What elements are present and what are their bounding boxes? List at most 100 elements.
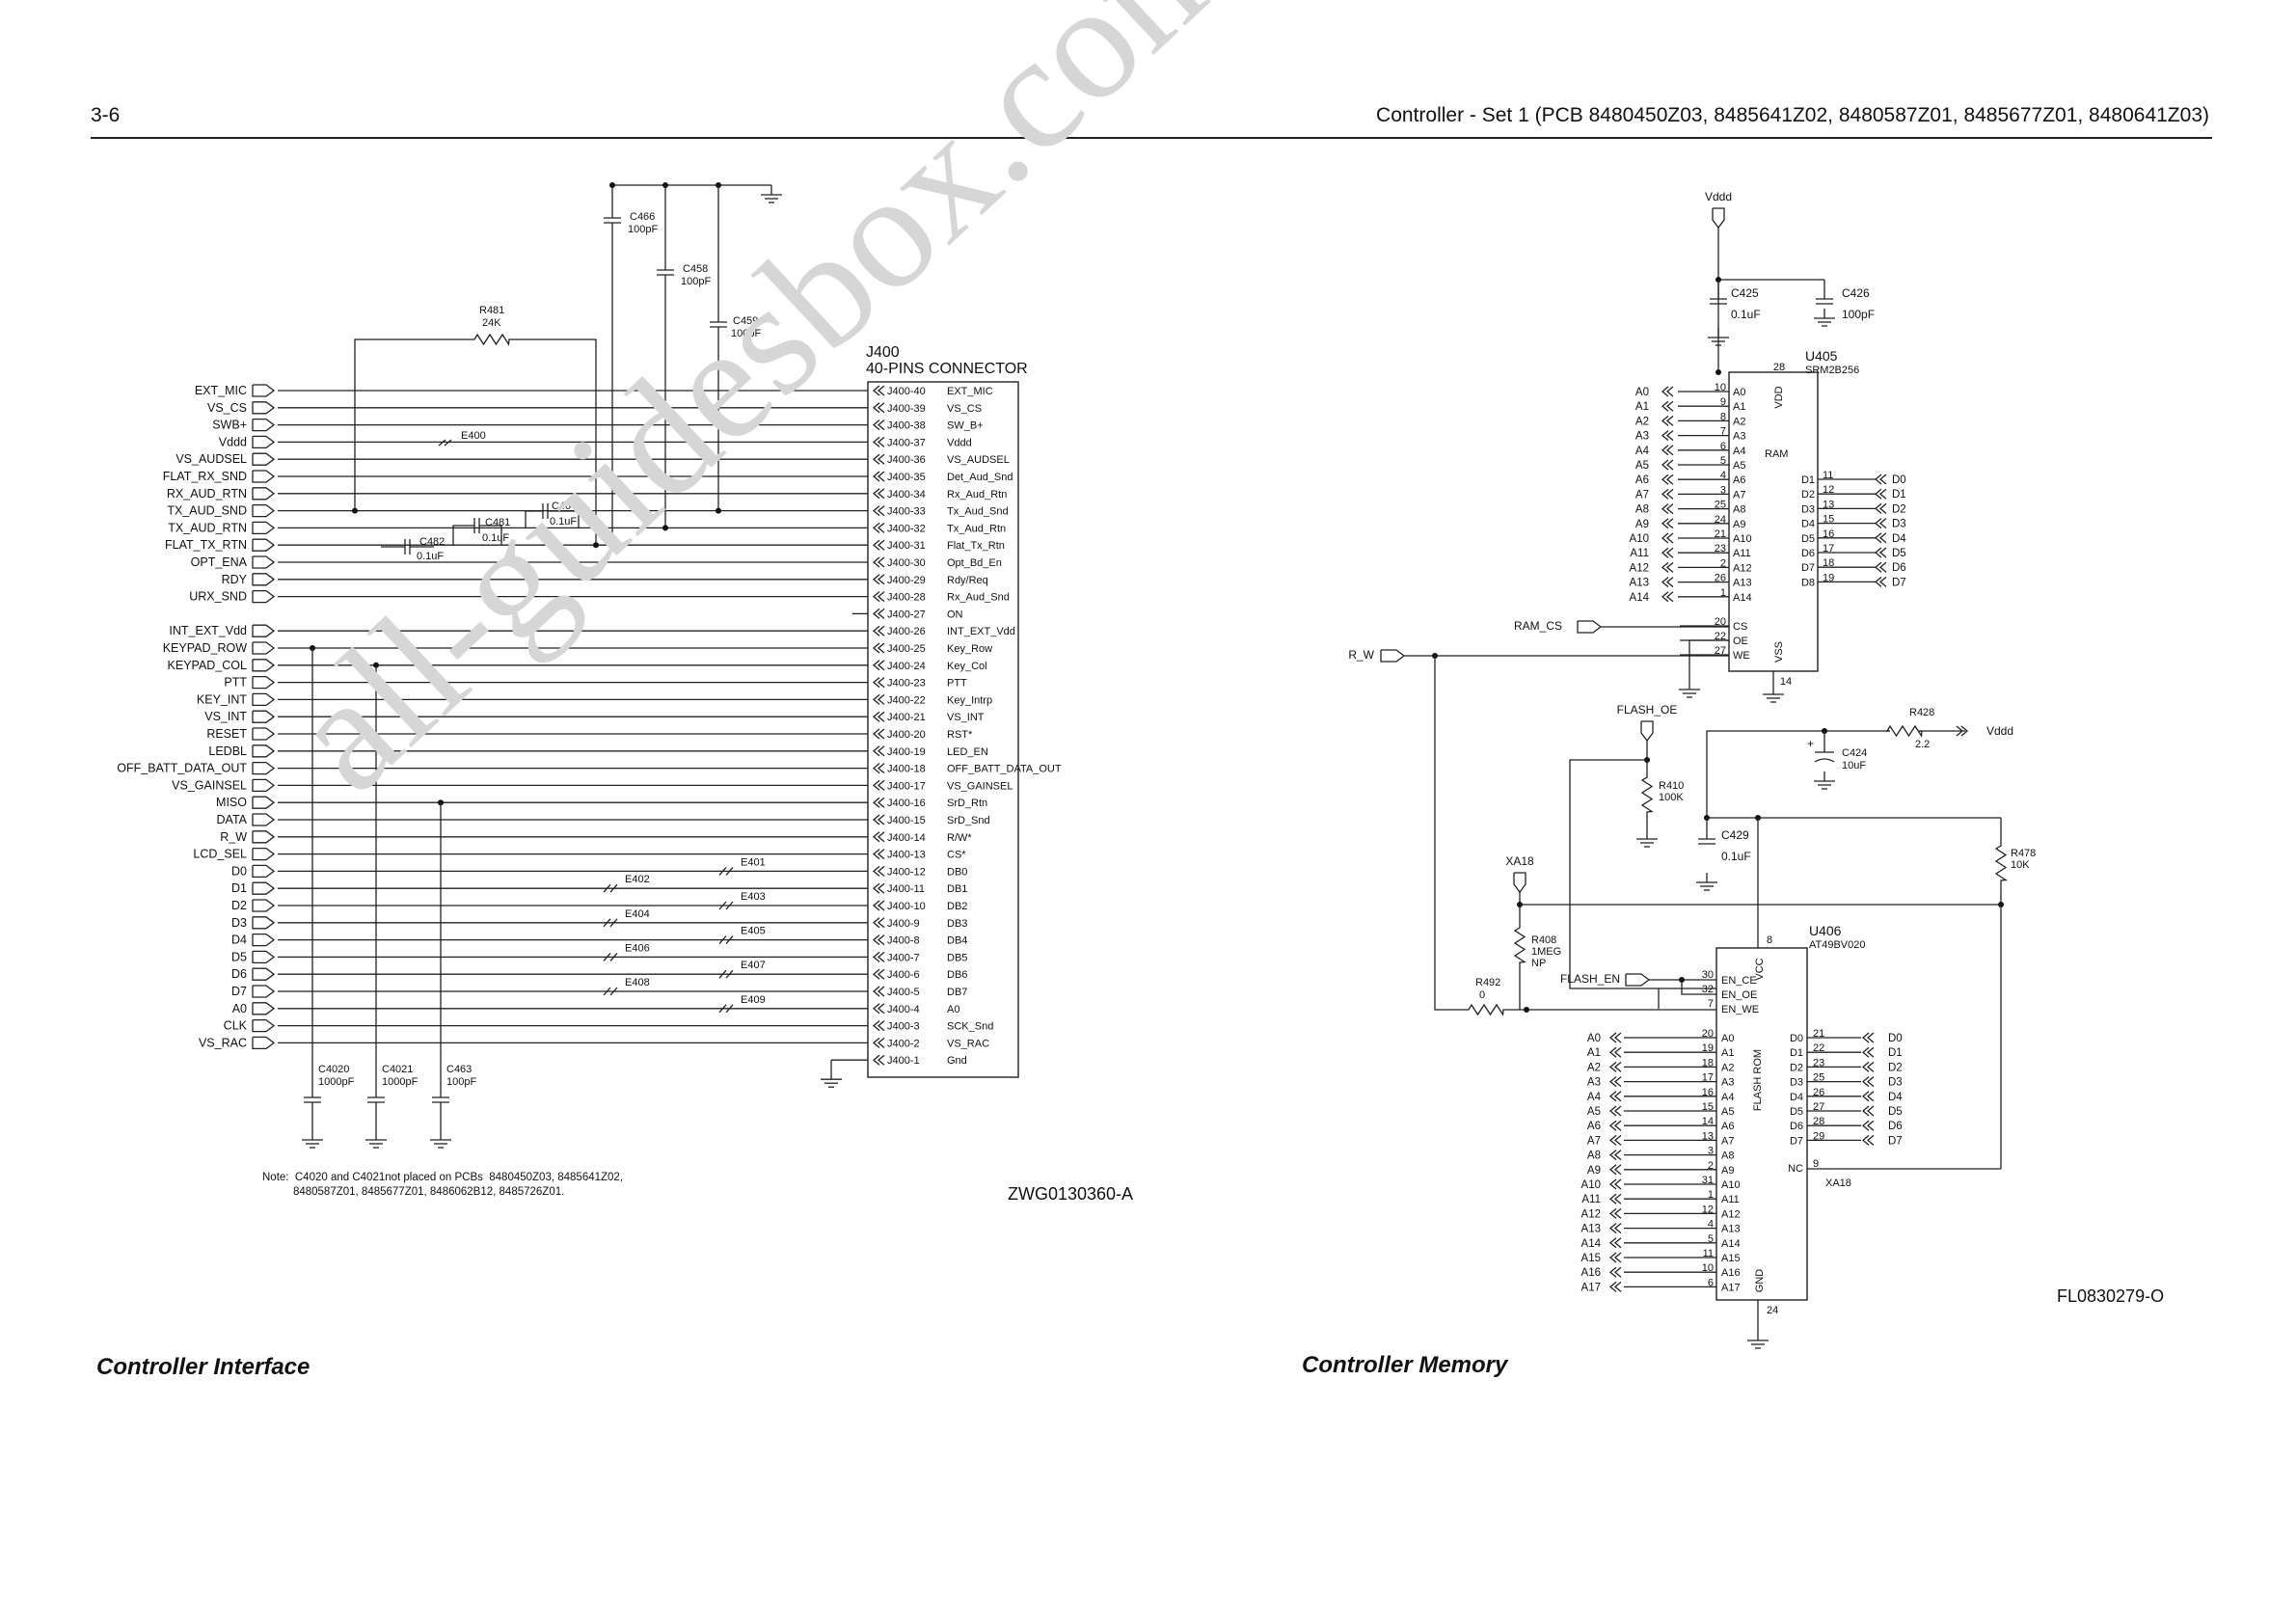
signal-port (252, 659, 276, 672)
component-ref: R408 (1531, 934, 1556, 946)
signal-port (252, 796, 276, 809)
pin-arrow (872, 522, 880, 533)
signal-port (252, 899, 276, 912)
ferrite-e402 (609, 883, 618, 893)
signal-label-vs_audsel: VS_AUDSEL (176, 452, 247, 466)
address-net: A14 (1581, 1238, 1602, 1250)
address-net: A13 (1630, 578, 1649, 589)
pin-arrow (1665, 415, 1674, 426)
chip-pin-name: A5 (1721, 1106, 1734, 1118)
pin-arrow (872, 882, 880, 894)
net-label-vddd-2: Vddd (1986, 724, 2013, 738)
pin-number: J400-5 (887, 987, 920, 998)
ferrite-e403 (725, 901, 734, 910)
pin-name: Rx_Aud_Snd (947, 592, 1010, 604)
pin-number: 16 (1823, 528, 1834, 540)
pin-arrow (1874, 561, 1882, 573)
address-net: A0 (1587, 1033, 1601, 1044)
pin-arrow (1608, 1091, 1617, 1102)
pin-arrow (877, 693, 885, 705)
pin-arrow (877, 728, 885, 740)
chip-type: FLASH ROM (1752, 1049, 1764, 1111)
signal-port (252, 470, 276, 483)
pin-arrow (1866, 1134, 1875, 1146)
pin-arrow (1874, 474, 1882, 485)
signal-port (252, 589, 276, 604)
pin-number: 29 (1813, 1130, 1824, 1142)
component-value: 1000pF (382, 1076, 419, 1088)
chip-pin-name: A6 (1721, 1121, 1734, 1132)
junction-dot (593, 542, 599, 549)
pin-arrow (872, 1037, 880, 1048)
pin-arrow (877, 453, 885, 465)
pin-number: 6 (1708, 1277, 1714, 1288)
pin-arrow (872, 779, 880, 791)
pin-arrow (872, 625, 880, 636)
pin-arrow (1665, 400, 1674, 412)
pin-number: J400-22 (887, 694, 926, 706)
chip-pin-name: A16 (1721, 1267, 1741, 1279)
pin-arrow (872, 1020, 880, 1032)
data-net: D4 (1892, 533, 1906, 545)
pin-number: 20 (1715, 616, 1726, 628)
pin-name: DB6 (947, 969, 967, 981)
pin-name: VS_GAINSEL (947, 780, 1013, 792)
pin-number: 15 (1823, 514, 1834, 526)
chip-pin-name: A11 (1733, 548, 1751, 559)
signal-port (252, 761, 276, 775)
address-net: A1 (1635, 401, 1649, 413)
chip-pin-name: A8 (1733, 504, 1745, 516)
signal-label-vs_gainsel: VS_GAINSEL (172, 778, 247, 792)
signal-port (252, 813, 276, 826)
address-net: A7 (1635, 489, 1649, 501)
pin-number: 1 (1708, 1189, 1714, 1201)
pin-number: J400-38 (887, 420, 926, 432)
pin-arrow (872, 591, 880, 603)
pin-arrow (1613, 1223, 1622, 1234)
pin-arrow (877, 591, 885, 603)
pin-arrow (1665, 503, 1674, 515)
chip-pin-vss: VSS (1773, 641, 1785, 663)
c481-wire (452, 525, 474, 546)
component-ref: C429 (1721, 828, 1749, 842)
chip-pin-name: D5 (1801, 533, 1815, 545)
pin-number: J400-1 (887, 1055, 920, 1067)
pin-arrow (1874, 488, 1882, 500)
ferrite-e400 (444, 439, 452, 447)
component-value: 1MEG (1531, 946, 1561, 958)
pin-arrow (1608, 1207, 1617, 1219)
pin-name: RST* (947, 729, 973, 741)
junction-dot (352, 507, 358, 514)
pin-number: J400-18 (887, 764, 926, 775)
signal-label-d2: D2 (231, 899, 247, 912)
pin-arrow (872, 1054, 880, 1066)
component-ref: R481 (479, 305, 504, 316)
pin-arrow (877, 849, 885, 860)
pin-number: 11 (1823, 470, 1833, 481)
chip-pin-name: A12 (1733, 562, 1752, 574)
junction-dot (1524, 1007, 1529, 1013)
pin-name: Tx_Aud_Rtn (947, 523, 1006, 534)
pin-number: 8 (1767, 934, 1772, 946)
pin-arrow (877, 917, 885, 929)
c467-wire (525, 510, 543, 528)
signal-port (252, 503, 276, 518)
component-ref: C458 (683, 263, 708, 275)
pin-arrow (1613, 1252, 1622, 1263)
pin-arrow (872, 986, 880, 997)
chip-pin-name: A3 (1733, 431, 1745, 443)
ferrite-e407 (718, 969, 727, 979)
component-ref: R478 (2011, 848, 2036, 859)
pin-arrow (877, 1020, 885, 1032)
component-ref: C426 (1842, 286, 1870, 300)
pin-arrow (1661, 547, 1669, 558)
pin-arrow (1608, 1120, 1617, 1131)
address-net: A10 (1630, 533, 1649, 545)
pin-name: SrD_Snd (947, 815, 990, 826)
chip-pin-name: A1 (1721, 1047, 1734, 1059)
pin-number: 24 (1715, 514, 1726, 526)
junction-dot (1715, 369, 1721, 375)
pin-number: J400-2 (887, 1038, 920, 1049)
chip-pin-name: D6 (1801, 548, 1815, 559)
r-w-wire (1434, 656, 1464, 1011)
